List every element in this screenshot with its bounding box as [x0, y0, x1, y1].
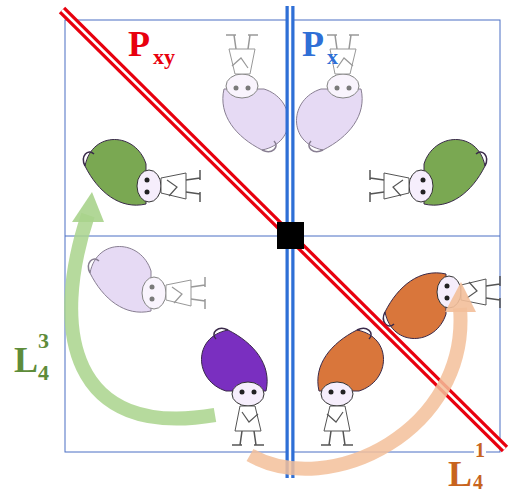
- rotation-arrowhead: [72, 192, 104, 222]
- rotation-subscript: 4: [473, 472, 483, 492]
- rotation-center: [277, 222, 304, 249]
- rotation-label: L: [14, 342, 38, 378]
- rotation-arrow-band: [250, 308, 461, 469]
- rotation-arrowhead: [445, 282, 476, 312]
- mirror-subscript: xy: [153, 46, 175, 68]
- mirror-subscript: x: [327, 46, 338, 68]
- orange-figure: [383, 273, 500, 339]
- mirror-label: P: [302, 26, 324, 62]
- square-outline: [65, 20, 500, 452]
- faded-figure: [88, 247, 205, 313]
- rotation-superscript: 3: [38, 330, 49, 352]
- rotation-label: L: [448, 456, 472, 492]
- green-figure: [370, 140, 487, 206]
- mirror-label: P: [128, 26, 150, 62]
- rotation-superscript: 1: [474, 440, 486, 460]
- faded-figure: [223, 35, 289, 152]
- rotation-subscript: 4: [38, 362, 49, 384]
- rotation-arrow-band: [71, 215, 215, 419]
- green-figure: [83, 140, 200, 206]
- orange-figure: [318, 328, 384, 445]
- purple-figure: [202, 328, 268, 445]
